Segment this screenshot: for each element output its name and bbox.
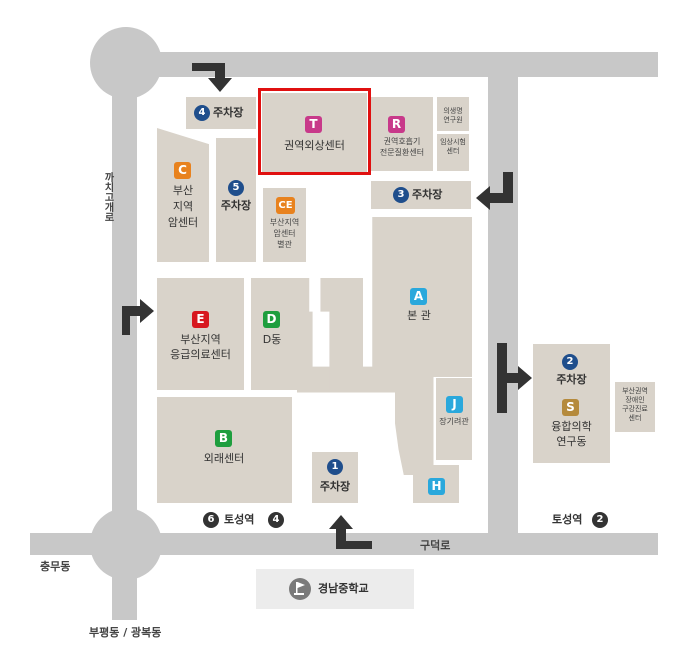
parking-2-badge: 2	[562, 354, 578, 370]
label-chungmu-dong: 충무동	[40, 560, 71, 573]
building-A-name: 본 관	[407, 309, 431, 322]
clinical-line2: 센터	[446, 147, 460, 155]
building-D-badge: D	[263, 311, 280, 328]
building-B-badge: B	[215, 430, 232, 447]
parking-4-label: 주차장	[213, 106, 244, 119]
entry-arrow-left-E	[122, 299, 154, 335]
building-C-line3: 암센터	[167, 216, 199, 229]
building-E-badge: E	[192, 311, 209, 328]
building-J[interactable]	[436, 378, 472, 460]
road-name-kkachigogae: 까치고개로	[102, 172, 113, 222]
rehab-line2: 장애인	[625, 396, 645, 404]
parking-1-label: 주차장	[319, 480, 351, 493]
building-S-line2: 연구동	[556, 435, 587, 448]
building-D-name: D동	[262, 333, 282, 346]
building-D[interactable]	[251, 278, 363, 390]
building-J-badge: J	[446, 396, 463, 413]
building-clinical[interactable]	[437, 134, 469, 171]
parking-5-badge: 5	[228, 180, 244, 196]
parking-5-area	[216, 138, 256, 262]
building-CE-line1: 부산지역	[269, 218, 300, 227]
building-B[interactable]	[157, 397, 292, 503]
flag-icon	[289, 578, 311, 600]
parking-2-label: 주차장	[556, 373, 587, 386]
school-name: 경남중학교	[318, 582, 369, 595]
building-H-badge: H	[428, 478, 445, 495]
entry-arrow-top	[192, 63, 232, 92]
building-T-badge: T	[305, 116, 322, 133]
entry-arrow-bottom-parking1	[329, 515, 372, 549]
building-R-badge: R	[388, 116, 405, 133]
entry-arrow-right-parking2	[497, 343, 532, 413]
building-T-name: 권역외상센터	[284, 139, 345, 152]
research-line2: 연구원	[443, 116, 463, 124]
building-C-badge: C	[174, 162, 191, 179]
road-name-gudeok: 구덕로	[420, 539, 451, 552]
building-R[interactable]	[371, 97, 433, 171]
station-left-exit4-badge: 4	[268, 512, 284, 528]
building-CE-line2: 암센터	[273, 229, 296, 238]
school-area	[256, 569, 414, 609]
building-CE-badge: CE	[276, 197, 295, 214]
entry-arrow-right-parking3	[476, 172, 513, 210]
station-left-name: 토성역	[224, 513, 255, 526]
station-right-name: 토성역	[552, 513, 583, 526]
parking-5-label: 주차장	[220, 199, 252, 212]
rehab-line4: 센터	[628, 414, 642, 422]
building-A-badge: A	[410, 288, 427, 305]
building-E-line1: 부산지역	[180, 333, 221, 346]
parking-3-badge: 3	[393, 187, 409, 203]
parking-1-badge: 1	[327, 459, 343, 475]
clinical-line1: 임상시험	[440, 138, 466, 146]
building-research[interactable]	[437, 97, 469, 131]
building-C-line1: 부산	[172, 184, 194, 197]
building-R-line1: 권역호흡기	[383, 137, 421, 146]
building-C[interactable]	[157, 128, 209, 262]
arrows	[122, 63, 532, 549]
building-B-name: 외래센터	[203, 452, 245, 465]
building-S-line1: 융합의학	[551, 420, 592, 433]
rehab-line3: 구강진료	[622, 405, 648, 413]
building-E[interactable]	[157, 278, 244, 390]
building-E-line2: 응급의료센터	[170, 348, 231, 361]
station-left-line6-badge: 6	[203, 512, 219, 528]
building-S-badge: S	[562, 399, 579, 416]
middle-vertical-road	[488, 77, 518, 533]
building-R-line2: 전문질환센터	[379, 148, 425, 157]
building-CE-line3: 별관	[277, 240, 292, 249]
parking-4-badge: 4	[194, 105, 210, 121]
bottom-left-roundabout	[90, 508, 162, 580]
rehab-line1: 부산권역	[622, 387, 648, 395]
station-right-exit2-badge: 2	[592, 512, 608, 528]
parking-3-label: 주차장	[412, 188, 443, 201]
parking-3-area	[371, 181, 471, 209]
building-J-name: 장기려관	[439, 417, 469, 426]
top-left-roundabout	[90, 27, 162, 99]
building-C-line2: 지역	[172, 200, 194, 213]
research-line1: 의생명	[443, 107, 463, 115]
label-bupyeong-gwangbok: 부평동 / 광복동	[89, 626, 162, 639]
building-rehab[interactable]	[615, 382, 655, 432]
highlight-box	[258, 88, 371, 175]
